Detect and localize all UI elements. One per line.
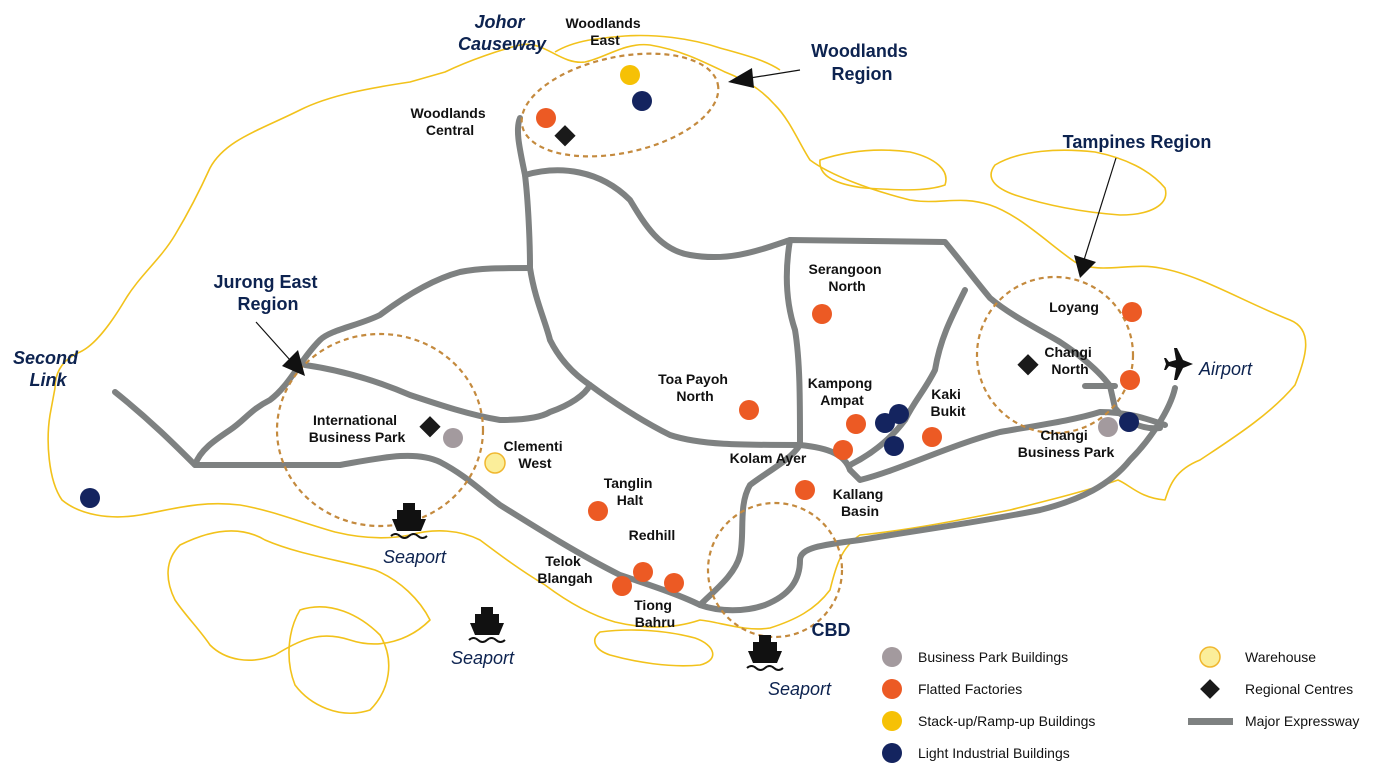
- region-arrows: [255, 68, 1117, 376]
- johor-coast: [554, 34, 781, 71]
- serangoon-north-label: Serangoon North: [808, 261, 885, 294]
- expressway-pie: [302, 362, 1168, 483]
- tampines-region-label: Tampines Region: [1063, 132, 1212, 152]
- tiong-bahru-label: Tiong Bahru: [634, 597, 676, 630]
- expressway-kpe: [847, 287, 968, 468]
- woodlands-central-label: Woodlands Central: [410, 105, 489, 138]
- expressway-pie-west: [192, 265, 533, 468]
- legend-light-industrial-label: Light Industrial Buildings: [918, 745, 1070, 761]
- legend-warehouse-label: Warehouse: [1245, 649, 1316, 665]
- ship-icon: [468, 607, 506, 643]
- loyang-label: Loyang: [1049, 299, 1099, 315]
- kaki-bukit-label: Kaki Bukit: [931, 386, 966, 419]
- marker-flatted-factory: [536, 108, 556, 128]
- legend-warehouse-swatch: [1199, 646, 1221, 668]
- cbd-label: CBD: [812, 620, 851, 640]
- pulau-ubin-coastline: [819, 149, 947, 191]
- marker-light-industrial: [889, 404, 909, 424]
- cbd-region-ring: [706, 501, 844, 639]
- marker-flatted-factory: [833, 440, 853, 460]
- kallang-basin-label: Kallang Basin: [833, 486, 887, 519]
- regional-centre-jurong: [419, 416, 441, 438]
- toa-payoh-north-label: Toa Payoh North: [658, 371, 732, 404]
- seaport-label: Seaport: [383, 547, 447, 567]
- marker-flatted-factory: [633, 562, 653, 582]
- seaport-label: Seaport: [768, 679, 832, 699]
- marker-flatted-factory: [812, 304, 832, 324]
- marker-flatted-factory: [739, 400, 759, 420]
- southern-islands-coastline: [288, 606, 390, 714]
- jurong-islands-coastline: [167, 530, 431, 661]
- jurong-east-region-label: Jurong East Region: [213, 272, 322, 314]
- marker-flatted-factory: [846, 414, 866, 434]
- marker-flatted-factory: [588, 501, 608, 521]
- pulau-tekong-coastline: [990, 149, 1167, 216]
- legend-regional-centre-swatch: [1200, 679, 1220, 699]
- marker-stack-up: [620, 65, 640, 85]
- woodlands-region-ring: [520, 52, 720, 158]
- kolam-ayer-label: Kolam Ayer: [730, 450, 807, 466]
- marker-flatted-factory: [1120, 370, 1140, 390]
- main-island-coastline: [47, 43, 1307, 630]
- legend-flatted-factories-label: Flatted Factories: [918, 681, 1022, 697]
- tampines-arrow-icon: [1074, 255, 1096, 278]
- tanglin-halt-label: Tanglin Halt: [604, 475, 657, 508]
- airport-label: Airport: [1198, 359, 1253, 379]
- woodlands-east-label: Woodlands East: [565, 15, 644, 48]
- international-business-park-label: International Business Park: [309, 412, 406, 445]
- marker-flatted-factory: [1122, 302, 1142, 322]
- legend-light-industrial-swatch: [882, 743, 902, 763]
- legend-expressway-swatch: [1188, 718, 1233, 725]
- seaport-label: Seaport: [451, 648, 515, 668]
- legend-flatted-factories-swatch: [882, 679, 902, 699]
- ship-icon: [390, 503, 428, 539]
- legend: Business Park Buildings Flatted Factorie…: [882, 646, 1359, 763]
- telok-blangah-label: Telok Blangah: [537, 553, 592, 586]
- clementi-west-label: Clementi West: [503, 438, 566, 471]
- legend-stack-up-swatch: [882, 711, 902, 731]
- legend-business-park-swatch: [882, 647, 902, 667]
- legend-business-park-label: Business Park Buildings: [918, 649, 1068, 665]
- woodlands-region-label: Woodlands Region: [811, 41, 913, 84]
- expressway-ayer-rajah: [112, 385, 1178, 614]
- marker-warehouse: [484, 452, 506, 474]
- legend-regional-centres-label: Regional Centres: [1245, 681, 1353, 697]
- tampines-region-ring: [975, 275, 1135, 435]
- kampong-ampat-label: Kampong Ampat: [808, 375, 876, 408]
- jurong-arrow-icon: [282, 350, 305, 376]
- changi-north-label: Changi North: [1044, 344, 1095, 377]
- expressway-cte-north: [783, 237, 803, 448]
- johor-causeway-label: Johor Causeway: [458, 12, 547, 54]
- marker-flatted-factory: [664, 573, 684, 593]
- airplane-icon: [1164, 348, 1193, 380]
- expressway-bke-cte: [514, 115, 593, 388]
- ship-icon: [746, 635, 784, 671]
- expressway-cbd-loop: [697, 442, 803, 608]
- woodlands-arrow-icon: [728, 68, 754, 88]
- marker-light-industrial: [632, 91, 652, 111]
- marker-light-industrial: [80, 488, 100, 508]
- expressway-network: [112, 115, 1178, 614]
- legend-expressway-label: Major Expressway: [1245, 713, 1359, 729]
- second-link-label: Second Link: [13, 348, 83, 390]
- marker-flatted-factory: [612, 576, 632, 596]
- sentosa-coastline: [594, 629, 714, 667]
- marker-flatted-factory: [922, 427, 942, 447]
- changi-business-park-label: Changi Business Park: [1018, 427, 1115, 460]
- jurong-east-region-ring: [275, 332, 485, 528]
- expressway-seletar: [522, 167, 1163, 432]
- legend-stack-up-label: Stack-up/Ramp-up Buildings: [918, 713, 1095, 729]
- marker-light-industrial: [1119, 412, 1139, 432]
- marker-flatted-factory: [795, 480, 815, 500]
- regional-centre-changi-north: [1017, 354, 1039, 376]
- marker-business-park: [443, 428, 463, 448]
- marker-light-industrial: [884, 436, 904, 456]
- regional-centre-woodlands: [554, 125, 576, 147]
- redhill-label: Redhill: [629, 527, 676, 543]
- marker-business-park: [1098, 417, 1118, 437]
